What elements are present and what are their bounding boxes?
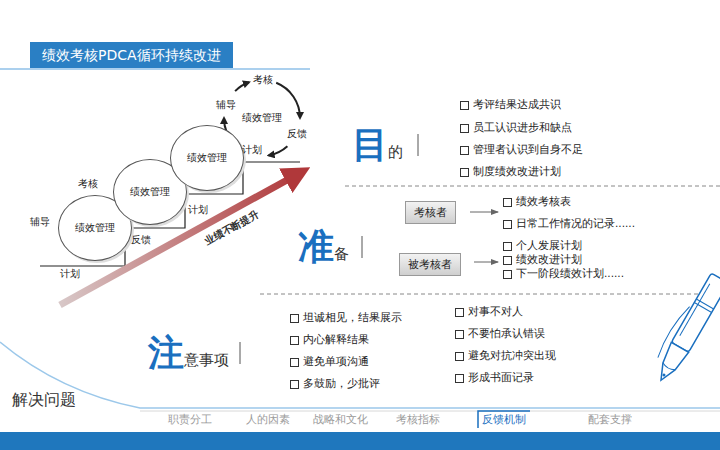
title-underline [0,68,310,70]
node-text: 绩效管理 [75,221,115,235]
nav-tab: 人的因素 [246,413,290,427]
cycle-label: 反馈 [287,127,307,141]
bottom-bar [0,432,720,450]
node-text: 被考核者 [408,257,452,272]
check-item: 不要怕承认错误 [455,327,545,341]
check-item: 绩效考核表 [503,195,571,209]
node-text: 考核者 [414,205,447,220]
role-box: 被考核者 [399,253,461,276]
leader-arrow [470,212,498,213]
cycle-label: 考核 [253,73,273,87]
check-item: 日常工作情况的记录...... [503,217,635,231]
cycle-label: 考核 [78,177,98,191]
check-item: 考评结果达成共识 [460,98,561,112]
check-item: 坦诚相见，结果展示 [290,311,402,325]
check-item: 避免单项沟通 [290,355,369,369]
cycle-label: 反馈 [131,233,151,247]
check-item: 员工认识进步和缺点 [460,121,572,135]
cycle-circle: 绩效管理 [170,125,244,191]
cycle-label: 计划 [188,203,208,217]
blue-curve [0,342,720,408]
check-item: 对事不对人 [455,305,523,319]
separator [418,134,419,156]
section-heading: 准备 [298,227,349,267]
separator [362,236,363,258]
nav-highlight [478,411,530,428]
separator [240,342,241,364]
nav-tab-active: 反馈机制 [482,413,526,427]
nav-line [140,411,720,412]
check-item: 下一阶段绩效计划...... [503,267,624,281]
pen-illustration [647,270,720,385]
cycle-label: 辅导 [30,215,50,229]
page-heading: 解决问题 [12,390,76,411]
role-box: 考核者 [405,201,456,224]
check-item: 形成书面记录 [455,371,534,385]
cycle-circle: 绩效管理 [233,90,291,146]
node-text: 绩效管理 [242,111,282,125]
nav-tab: 战略和文化 [313,413,368,427]
check-item: 管理者认识到自身不足 [460,143,583,157]
title-bar: 绩效考核PDCA循环持续改进 [30,42,233,68]
section-heading: 目的 [352,125,403,165]
nav-tab: 职责分工 [168,413,212,427]
node-text: 绩效管理 [187,151,227,165]
cycle-label: 辅导 [216,98,236,112]
cycle-label: 计划 [242,143,262,157]
check-item: 制度绩效改进计划 [460,165,561,179]
nav-tab: 配套支撑 [588,413,632,427]
leader-arrow [474,262,498,263]
check-item: 多鼓励，少批评 [290,377,380,391]
check-item: 个人发展计划 [503,239,582,253]
cycle-label: 计划 [60,267,80,281]
dashed-divider [345,186,720,187]
dashed-divider [260,294,720,295]
nav-tab: 考核指标 [396,413,440,427]
section-heading: 注意事项 [148,333,229,373]
node-text: 绩效管理 [130,185,170,199]
cycle-arc [269,146,288,155]
cycle-arc [235,82,249,91]
check-item: 内心解释结果 [290,333,369,347]
check-item: 绩效改进计划 [503,253,582,267]
check-item: 避免对抗冲突出现 [455,349,556,363]
